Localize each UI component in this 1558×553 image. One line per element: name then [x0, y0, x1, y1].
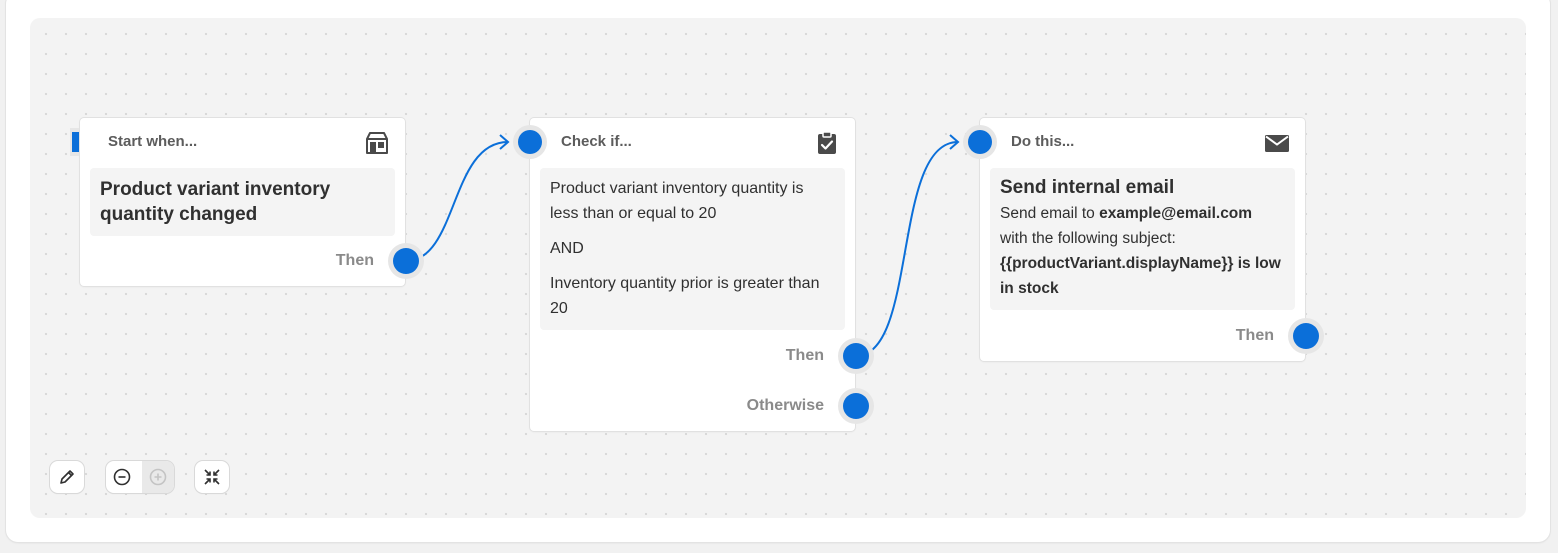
condition-input-port[interactable]	[518, 130, 542, 154]
action-subject: {{productVariant.displayName}} is low in…	[1000, 255, 1281, 297]
pencil-icon	[60, 470, 74, 484]
connector-arrow-condition	[499, 134, 510, 150]
condition-criterion-2: Inventory quantity prior is greater than…	[550, 275, 820, 317]
action-body: Send internal email Send email to exampl…	[990, 168, 1295, 310]
condition-otherwise-label: Otherwise	[746, 397, 824, 414]
action-header: Do this...	[980, 118, 1305, 164]
condition-otherwise-port[interactable]	[843, 393, 869, 419]
trigger-body: Product variant inventory quantity chang…	[90, 168, 395, 236]
trigger-port-label: Then	[335, 252, 374, 269]
trigger-then-port[interactable]	[393, 248, 419, 274]
connector-condition-to-action	[855, 141, 959, 357]
zoom-in-button[interactable]	[142, 461, 174, 493]
action-node[interactable]: Do this... Send internal email Send emai…	[980, 118, 1305, 361]
zoom-controls	[106, 461, 174, 493]
trigger-node[interactable]: Start when... Product variant inventory …	[80, 118, 405, 286]
condition-criterion-1: Product variant inventory quantity is le…	[550, 180, 804, 222]
action-port-label: Then	[1235, 327, 1274, 344]
condition-node[interactable]: Check if... Product variant inventory qu…	[530, 118, 855, 431]
action-desc-middle: with the following subject:	[1000, 230, 1176, 247]
condition-header: Check if...	[530, 118, 855, 164]
action-email: example@email.com	[1099, 205, 1253, 222]
condition-then-label: Then	[785, 347, 824, 364]
condition-header-label: Check if...	[561, 133, 632, 150]
collapse-icon	[204, 469, 220, 485]
envelope-icon	[1265, 135, 1289, 152]
clipboard-check-icon	[818, 131, 836, 154]
fit-view-button[interactable]	[195, 461, 229, 493]
store-icon	[366, 132, 388, 154]
condition-operator: AND	[550, 240, 584, 257]
edit-button[interactable]	[50, 461, 84, 493]
action-header-label: Do this...	[1011, 133, 1075, 150]
action-desc-prefix: Send email to	[1000, 205, 1100, 222]
action-description: Send email to example@email.com with the…	[1000, 201, 1283, 301]
trigger-header: Start when...	[80, 118, 405, 164]
zoom-out-icon[interactable]	[112, 467, 132, 487]
condition-then-port[interactable]	[843, 343, 869, 369]
action-then-port[interactable]	[1293, 323, 1319, 349]
action-title: Send internal email	[1000, 177, 1175, 198]
connector-trigger-to-condition	[405, 141, 509, 262]
action-input-port[interactable]	[968, 130, 992, 154]
zoom-in-icon	[149, 468, 167, 486]
connector-arrow-action	[949, 134, 960, 150]
workflow-canvas[interactable]: Start when... Product variant inventory …	[30, 18, 1526, 518]
trigger-header-label: Start when...	[108, 133, 198, 150]
condition-body: Product variant inventory quantity is le…	[540, 168, 845, 330]
trigger-title: Product variant inventory quantity chang…	[100, 179, 331, 225]
